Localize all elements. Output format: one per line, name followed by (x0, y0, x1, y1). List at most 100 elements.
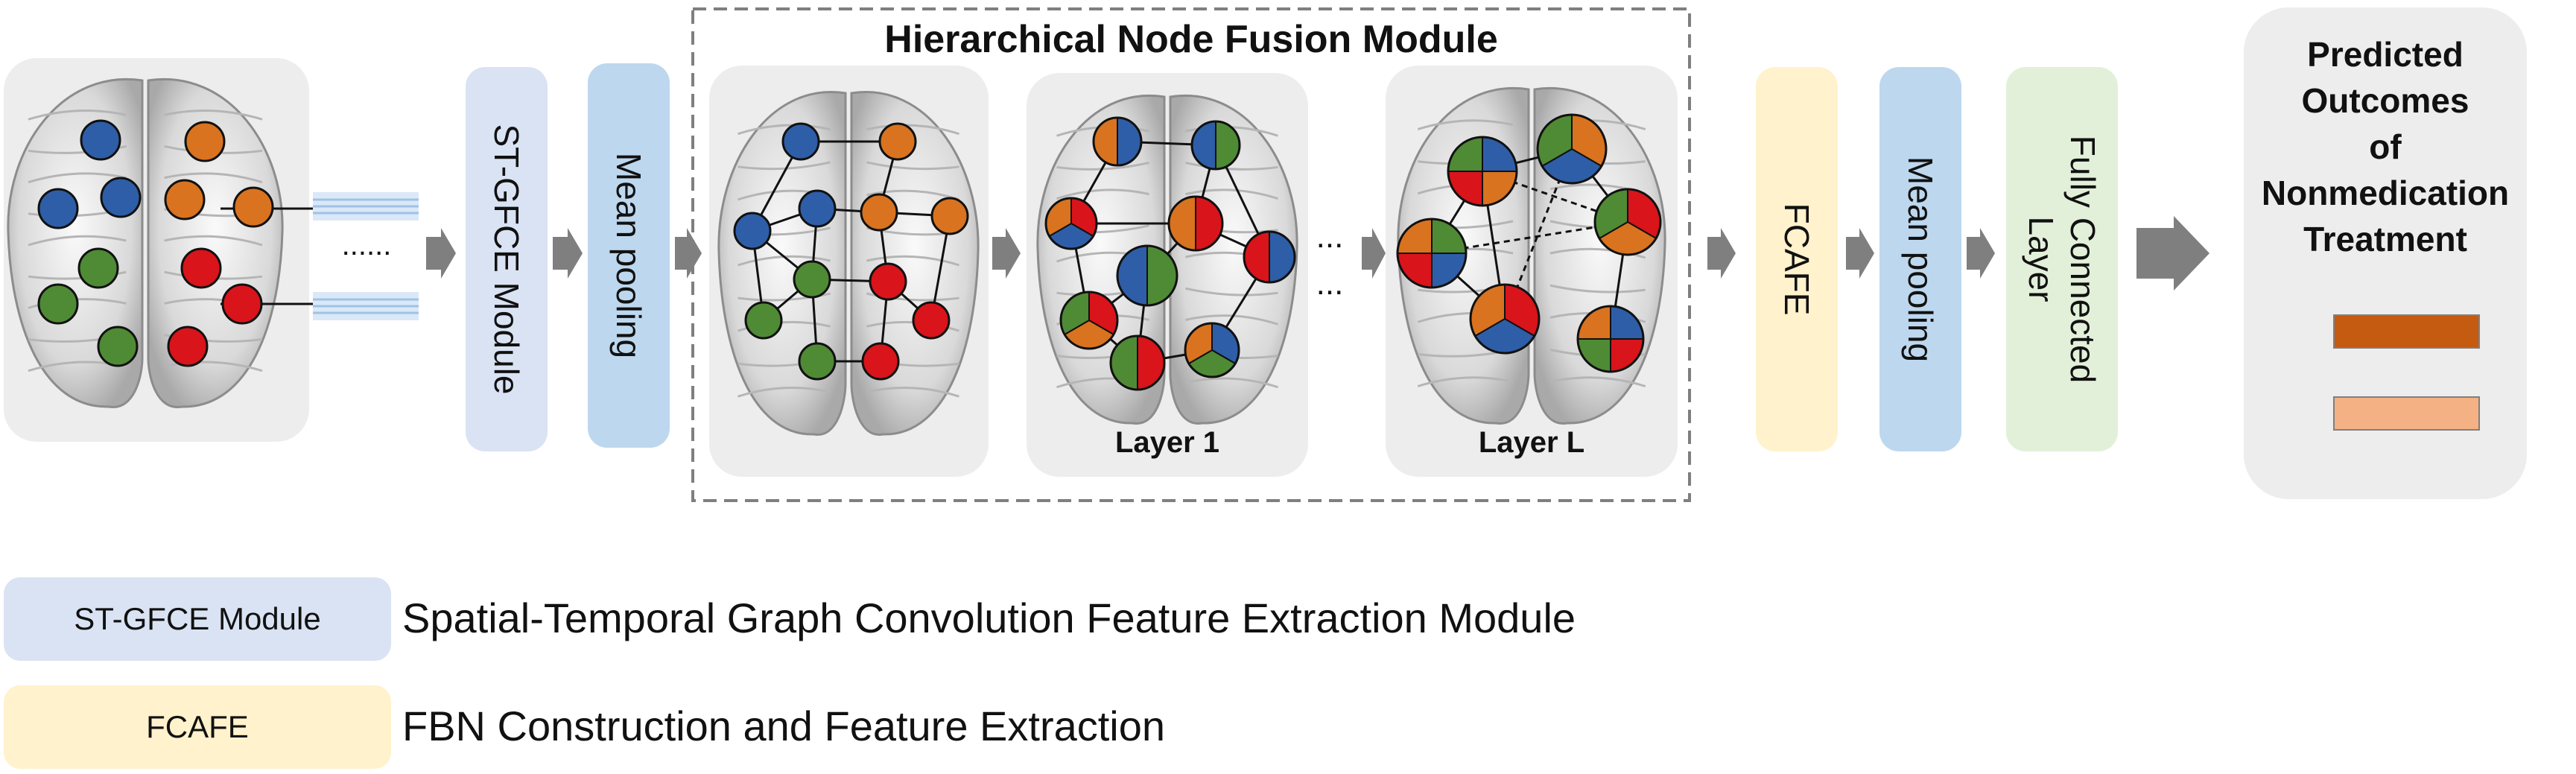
input-brain-gyrus (28, 172, 127, 184)
layer1-brain-gyrus (1185, 161, 1278, 171)
graph-node (793, 260, 831, 299)
layer1-node-outline (1109, 334, 1166, 391)
layerL-node-outline (1396, 218, 1468, 289)
input-brain-gyrus (28, 109, 127, 121)
layer1-brain-gyrus (1185, 188, 1278, 200)
layer1-node (1190, 120, 1241, 171)
graph-node (861, 342, 900, 381)
layer1-node (1116, 244, 1178, 307)
layerL-brain-gyrus (1549, 284, 1646, 294)
input-brain-gyrus (164, 235, 263, 247)
layer1-node-outline (1044, 197, 1098, 250)
output-title-line-5: Treatment (2303, 220, 2467, 258)
layerL-brain-gyrus (1417, 119, 1514, 130)
graph-node (878, 122, 917, 161)
input-node (184, 121, 226, 162)
input-node (80, 119, 121, 161)
arrow-2 (553, 228, 583, 279)
arrow-8 (1967, 228, 1995, 279)
output-title-line-4: Nonmedication (2261, 174, 2510, 212)
layer1-node-outline (1116, 244, 1178, 307)
output-bar-light (2333, 396, 2480, 431)
legend-stgfce-text: Spatial-Temporal Graph Convolution Featu… (402, 594, 1576, 641)
layer1-brain-gyrus (1056, 188, 1149, 200)
arrow-1 (426, 228, 456, 279)
layer1-label: Layer 1 (1114, 426, 1220, 459)
input-node (37, 283, 79, 325)
fully-connected-label-line2: Layer (2022, 216, 2061, 302)
legend-fcafe-text: FBN Construction and Feature Extraction (402, 702, 1166, 749)
arrow-7 (1846, 228, 1874, 279)
layer1-node (1059, 291, 1119, 350)
layerL-brain-gyrus (1549, 376, 1646, 387)
module-title: Hierarchical Node Fusion Module (884, 18, 1497, 61)
graph-node (733, 212, 772, 250)
input-feature-bars (313, 192, 419, 320)
graph-node (930, 197, 969, 235)
graph-brain-gyrus (866, 189, 959, 201)
layer1-node (1092, 116, 1143, 167)
input-node (167, 326, 209, 367)
layerL-node (1576, 305, 1645, 373)
layerL-node-outline (1447, 136, 1518, 207)
graph-node (798, 189, 837, 228)
graph-brain-gyrus (737, 161, 831, 171)
layer1-node-outline (1190, 120, 1241, 171)
input-brain-gyrus (164, 109, 263, 121)
input-brain-gyrus (164, 172, 263, 184)
input-node (77, 247, 119, 289)
input-brain-right-hemisphere (147, 77, 284, 408)
output-bar-dark (2333, 314, 2480, 349)
fully-connected-box: Fully Connected Layer (2006, 67, 2118, 451)
input-brain-gyrus (28, 235, 127, 247)
input-brain (7, 77, 313, 408)
input-node (37, 188, 79, 229)
layer1-node-outline (1092, 116, 1143, 167)
output-title-line-1: Predicted (2307, 35, 2464, 74)
graph-brain-gyrus (866, 255, 959, 267)
layer1-node (1243, 230, 1296, 284)
layer-ellipsis-bottom: ... (1316, 265, 1344, 302)
input-node (221, 283, 263, 325)
layer1-node (1109, 334, 1166, 391)
layerL-node-outline (1536, 113, 1608, 185)
graph-node (869, 262, 907, 301)
graph-node (781, 122, 820, 161)
layer1-node (1167, 195, 1224, 252)
input-brain-gyrus (164, 361, 263, 372)
graph-node (860, 193, 898, 232)
output-title: Predicted Outcomes of Nonmedication Trea… (2244, 31, 2527, 262)
layerL-brain-gyrus (1417, 376, 1514, 387)
layer1-brain (1036, 94, 1298, 425)
flow-arrows (426, 216, 2209, 291)
graph-node (744, 301, 783, 340)
layerL-node (1469, 283, 1541, 355)
layer1-brain-gyrus (1185, 377, 1278, 389)
arrow-6 (1707, 228, 1736, 279)
layerL-node (1396, 218, 1468, 289)
layer-ellipsis-top: ... (1316, 218, 1344, 255)
layerL-label: Layer L (1478, 426, 1585, 459)
layerL-node (1447, 136, 1518, 207)
fcafe-label: FCAFE (1777, 203, 1816, 316)
arrow-5 (1362, 228, 1386, 279)
layer1-brain-gyrus (1185, 287, 1278, 296)
mean-pooling-label-2: Mean pooling (1901, 156, 1940, 363)
layer1-node-outline (1167, 195, 1224, 252)
input-node (100, 177, 142, 218)
layer1-node-outline (1184, 322, 1240, 378)
input-brain-left-hemisphere (7, 77, 144, 408)
mean-pooling-box-1: Mean pooling (588, 63, 670, 448)
mean-pooling-box-2: Mean pooling (1879, 67, 1961, 451)
input-ellipsis: ...... (342, 229, 392, 261)
graph-brain-gyrus (737, 124, 831, 136)
output-title-line-3: of (2369, 127, 2402, 166)
layerL-brain (1396, 86, 1666, 425)
fully-connected-label-line1: Fully Connected (2063, 135, 2102, 384)
layerL-node-outline (1469, 283, 1541, 355)
fcafe-box: FCAFE (1756, 67, 1838, 451)
graph-brain-gyrus (737, 386, 831, 398)
graph-brain-gyrus (866, 124, 959, 136)
layer1-node (1044, 197, 1098, 250)
